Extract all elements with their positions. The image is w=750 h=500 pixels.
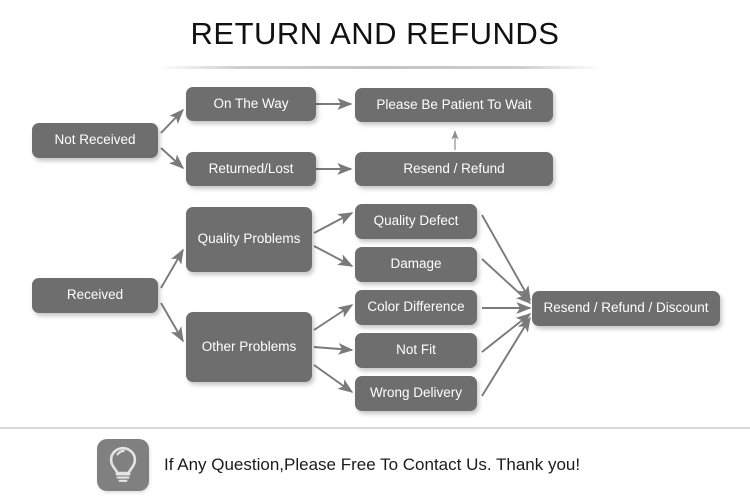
footer-divider xyxy=(0,427,750,429)
node-label: Quality Problems xyxy=(197,231,301,247)
footer: If Any Question,Please Free To Contact U… xyxy=(97,438,697,492)
node-label: Wrong Delivery xyxy=(369,385,463,401)
node-quality-problems[interactable]: Quality Problems xyxy=(186,207,312,272)
node-other-problems[interactable]: Other Problems xyxy=(186,312,312,382)
node-label: Other Problems xyxy=(201,338,297,354)
node-please-be-patient-to-wait[interactable]: Please Be Patient To Wait xyxy=(355,88,553,122)
node-returned-lost[interactable]: Returned/Lost xyxy=(186,152,316,186)
node-label: Please Be Patient To Wait xyxy=(376,96,532,112)
node-label: Quality Defect xyxy=(373,213,459,229)
node-resend-refund[interactable]: Resend / Refund xyxy=(355,152,553,186)
title-divider xyxy=(158,66,602,69)
node-label: Resend / Refund xyxy=(403,160,505,176)
node-label: Resend / Refund / Discount xyxy=(543,300,709,316)
node-not-received[interactable]: Not Received xyxy=(32,123,158,158)
node-label: On The Way xyxy=(213,95,289,111)
lightbulb-icon xyxy=(97,439,149,491)
node-resend-refund-discount[interactable]: Resend / Refund / Discount xyxy=(532,291,720,326)
node-not-fit[interactable]: Not Fit xyxy=(355,333,477,368)
node-damage[interactable]: Damage xyxy=(355,247,477,282)
node-label: Received xyxy=(66,287,124,303)
node-label: Returned/Lost xyxy=(208,160,294,176)
node-label: Color Difference xyxy=(367,299,465,315)
node-label: Not Received xyxy=(54,132,136,148)
node-quality-defect[interactable]: Quality Defect xyxy=(355,204,477,239)
footer-text: If Any Question,Please Free To Contact U… xyxy=(164,455,581,474)
node-label: Not Fit xyxy=(396,342,436,358)
page-title: RETURN AND REFUNDS xyxy=(190,16,560,51)
node-color-difference[interactable]: Color Difference xyxy=(355,290,477,325)
node-wrong-delivery[interactable]: Wrong Delivery xyxy=(355,376,477,411)
node-on-the-way[interactable]: On The Way xyxy=(186,87,316,121)
node-label: Damage xyxy=(390,256,442,272)
node-received[interactable]: Received xyxy=(32,278,158,313)
